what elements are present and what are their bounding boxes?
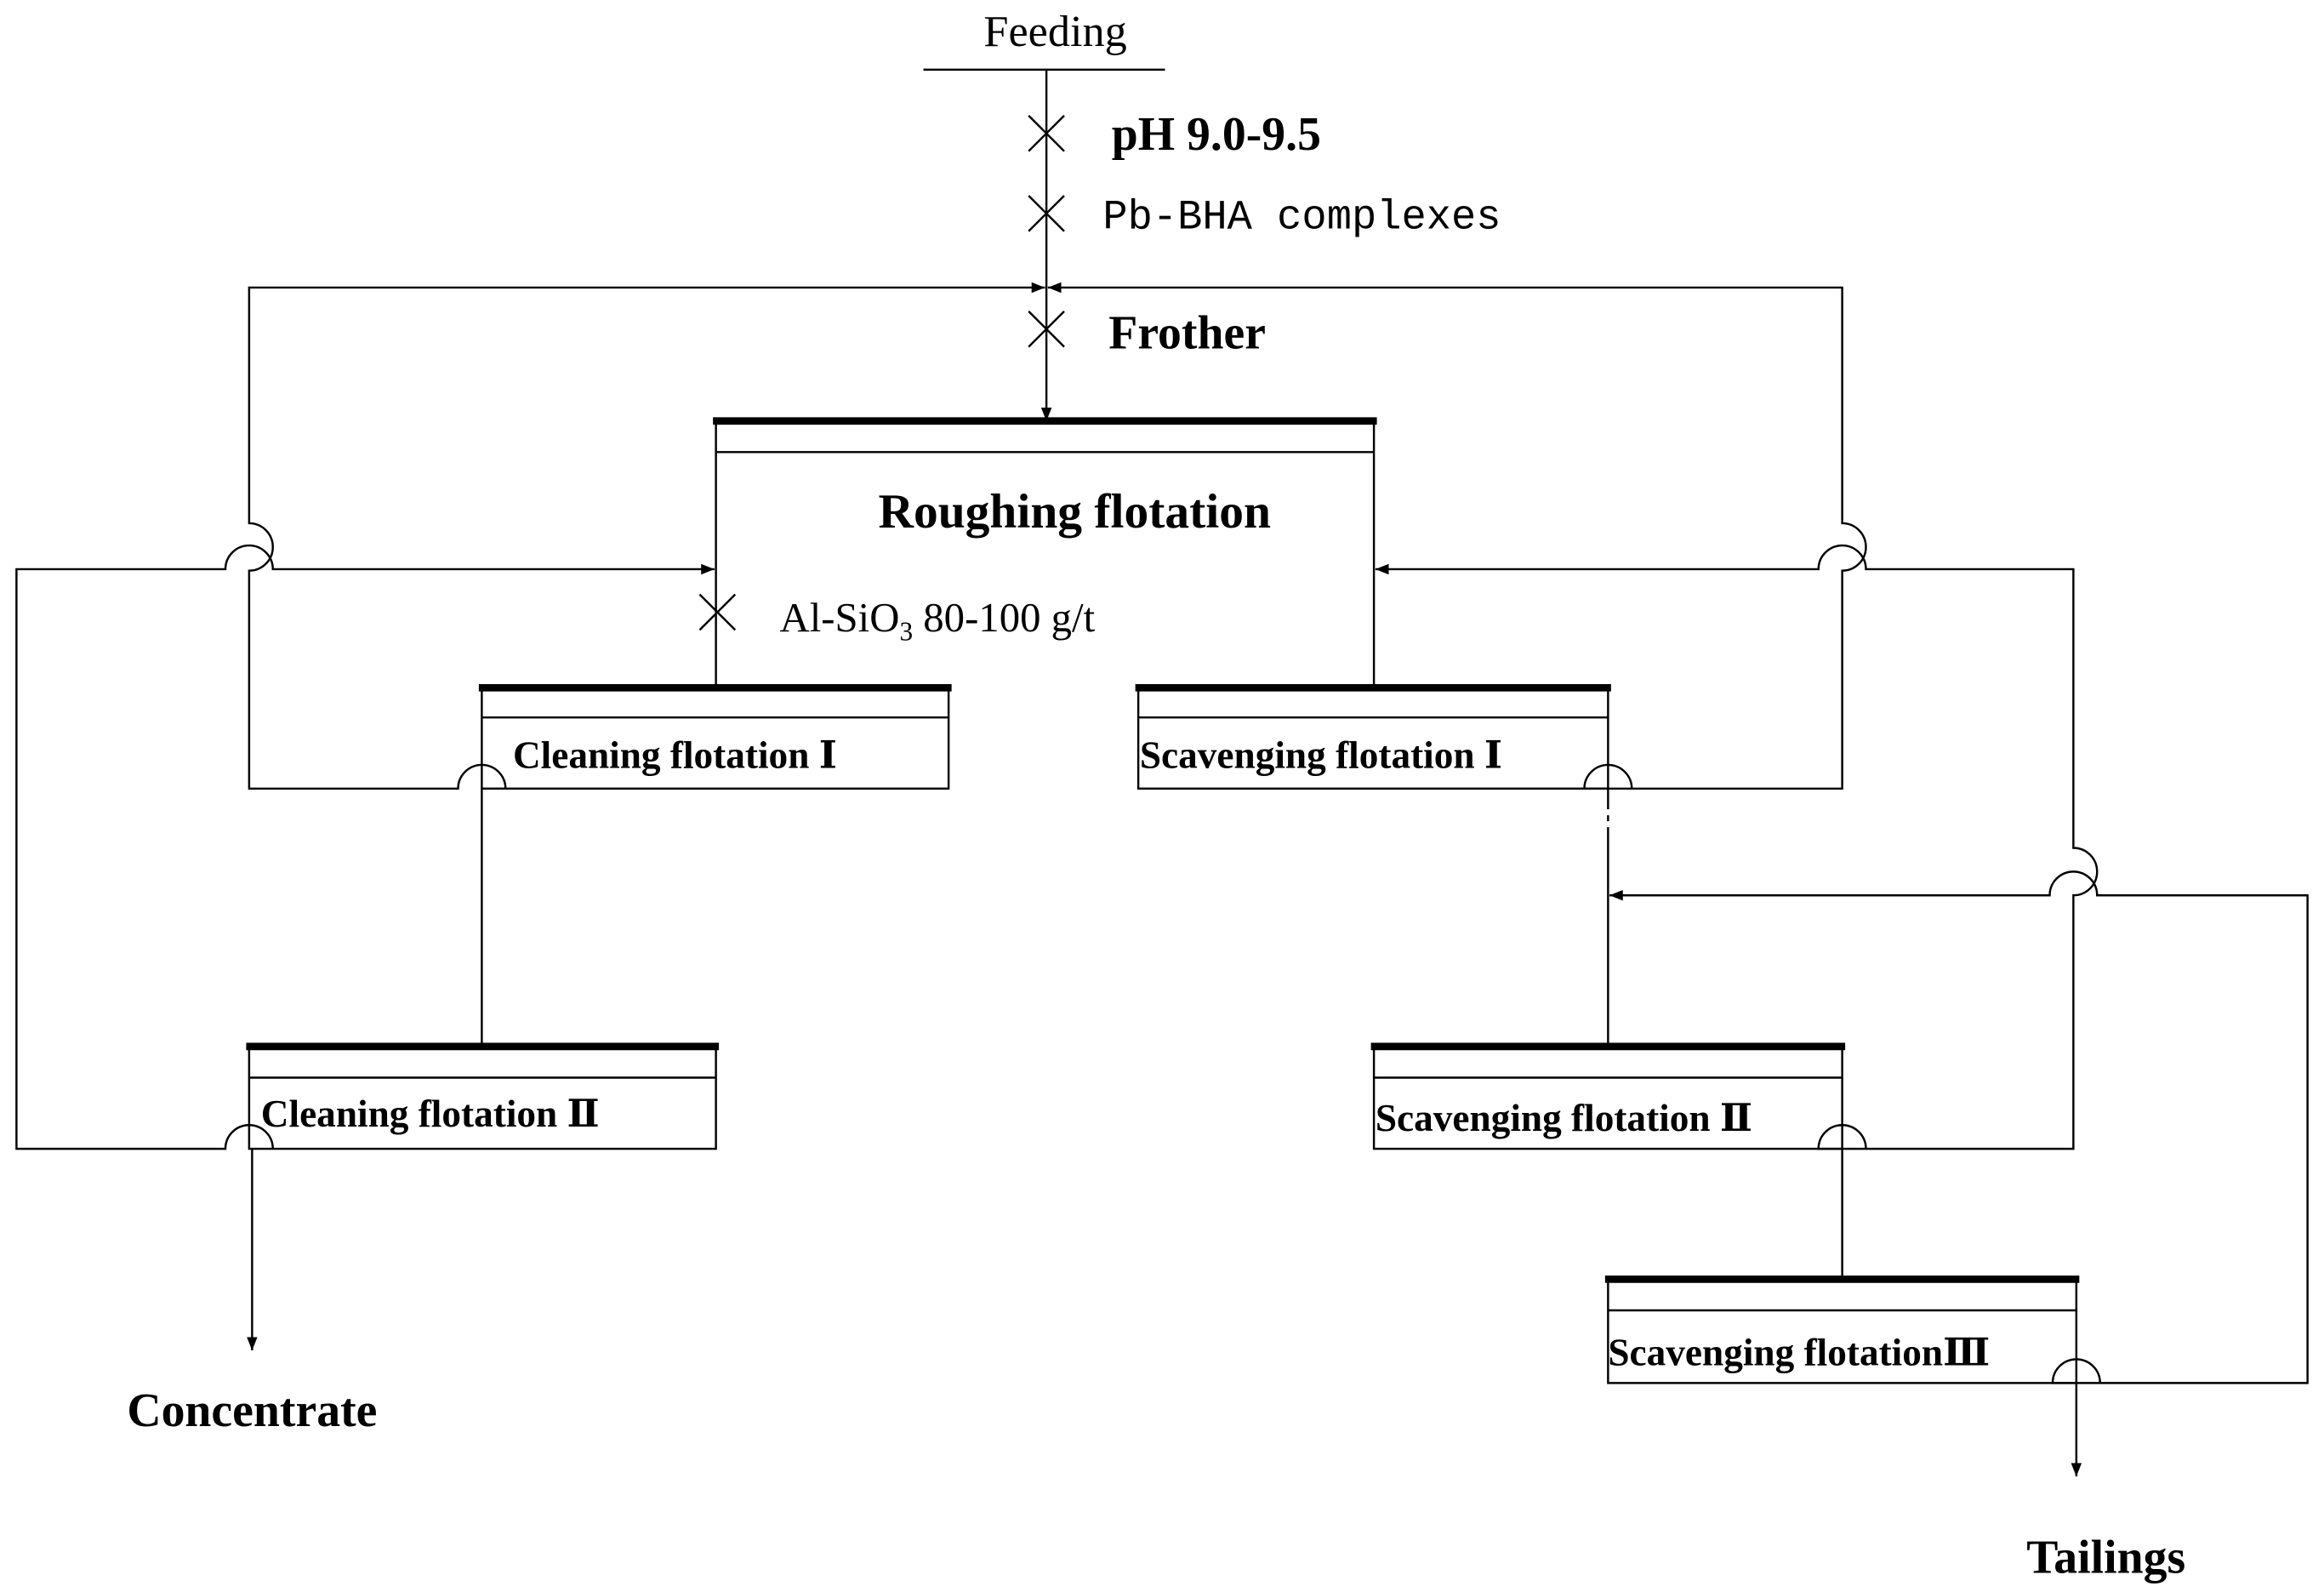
- scavenging-2-label: Scavenging flotation Ⅱ: [1376, 1097, 1752, 1139]
- depressant-subscript: 3: [899, 617, 913, 647]
- reagent-addition-mark: [1028, 115, 1065, 152]
- cleaning-1-recycle-line: [248, 282, 1045, 790]
- scavenging-2-recycle-line: [1375, 544, 2099, 1150]
- cleaning-2-recycle-line: [15, 544, 715, 1150]
- cleaning-1-label: Cleaning flotation Ⅰ: [513, 733, 837, 776]
- ph-reagent-label: pH 9.0-9.5: [1112, 108, 1321, 161]
- collector-reagent-label: Pb-BHA complexes: [1102, 193, 1501, 241]
- reagent-addition-mark: [1028, 195, 1065, 232]
- scavenging-3-label: Scavenging flotationⅢ: [1608, 1331, 1990, 1373]
- reagent-addition-mark: [1028, 310, 1065, 348]
- depressant-formula: Al-SiO: [780, 595, 900, 641]
- depressant-label: Al-SiO3 80-100 g/t: [780, 595, 1096, 646]
- scavenging-1-label: Scavenging flotation Ⅰ: [1140, 733, 1502, 776]
- reagent-addition-mark: [698, 593, 737, 631]
- roughing-label: Roughing flotation: [878, 485, 1270, 539]
- depressant-dosage: 80-100 g/t: [913, 595, 1095, 641]
- scavenging-1-recycle-line: [1047, 282, 1867, 790]
- roughing-cell: [715, 424, 1376, 687]
- tailings-label: Tailings: [2026, 1531, 2185, 1583]
- frother-reagent-label: Frother: [1108, 306, 1266, 359]
- concentrate-label: Concentrate: [127, 1384, 377, 1437]
- feed-label: Feeding: [983, 7, 1126, 56]
- cleaning-2-label: Cleaning flotation Ⅱ: [261, 1093, 600, 1135]
- scavenging-3-recycle-line: [1609, 870, 2309, 1384]
